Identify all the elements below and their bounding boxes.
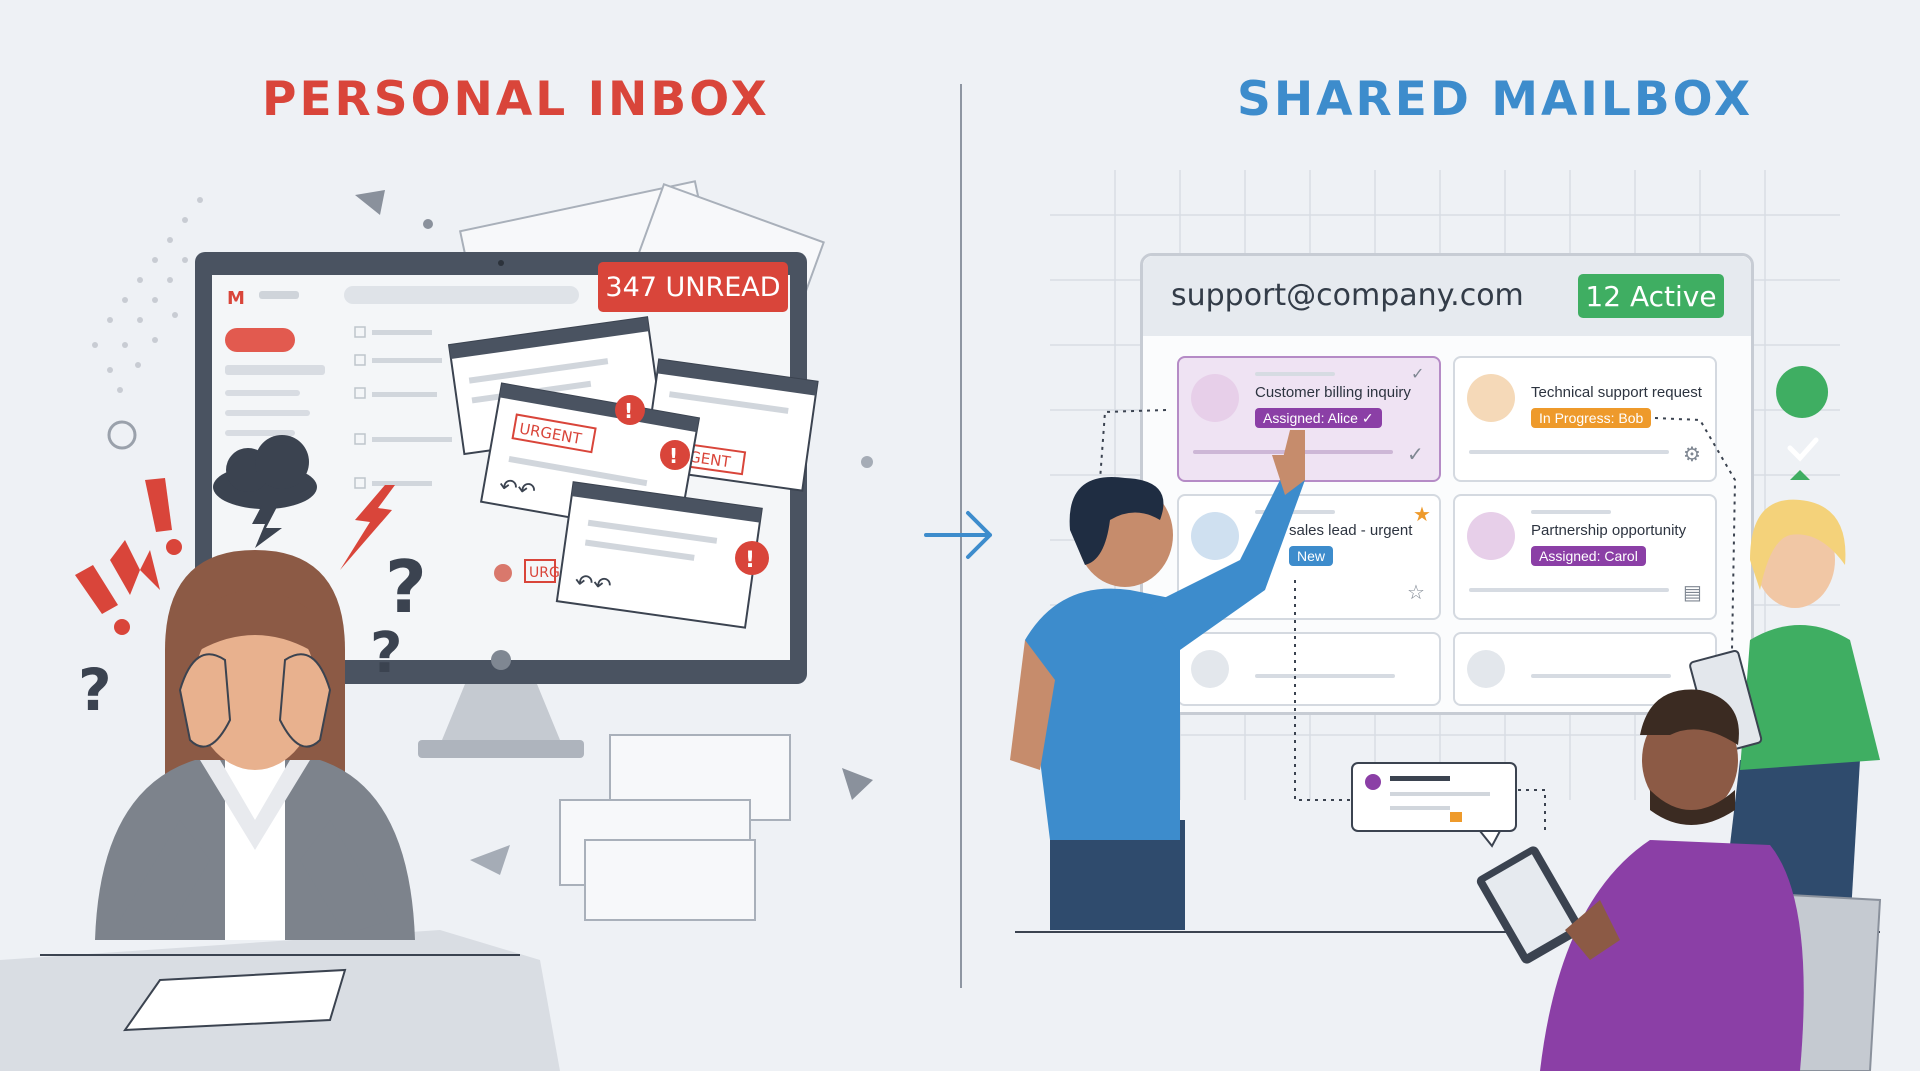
check-icon: ✓ [1407, 444, 1424, 466]
storm-cloud-icon [213, 435, 317, 548]
mailbox-address: support@company.com [1171, 278, 1524, 313]
question-mark-icon: ? ? ? [78, 545, 427, 724]
exclamation-icon [75, 478, 182, 635]
avatar [1191, 650, 1229, 688]
avatar [1467, 374, 1515, 422]
personal-inbox-title: PERSONAL INBOX [262, 72, 770, 127]
chat-bubble [1351, 762, 1517, 848]
document-icon: ▤ [1683, 582, 1702, 604]
status-badge: Assigned: Alice ✓ [1255, 408, 1382, 428]
ticket-card-partnership[interactable]: Partnership opportunity Assigned: Carol … [1453, 494, 1717, 620]
shared-mailbox-title: SHARED MAILBOX [1237, 72, 1754, 127]
status-badge: New [1289, 546, 1334, 566]
arrow-right-icon [924, 511, 992, 559]
ticket-card-billing[interactable]: Customer billing inquiry Assigned: Alice… [1177, 356, 1441, 482]
check-icon: ✓ [1411, 366, 1425, 383]
personal-inbox-scene: M URGENT URGENT ↶ [0, 180, 873, 1071]
check-icon [1776, 366, 1829, 480]
email-popups: URGENT URGENT ↶↶ ↶↶ URG [447, 316, 819, 629]
avatar [1191, 512, 1239, 560]
ticket-card-technical[interactable]: Technical support request In Progress: B… [1453, 356, 1717, 482]
urgent-stamp-truncated: URG [529, 565, 560, 581]
man-purple-shirt-figure [1476, 689, 1882, 1071]
star-icon: ★ [1413, 504, 1431, 526]
lightning-icon [110, 540, 160, 595]
avatar [1467, 512, 1515, 560]
svg-text:!: ! [669, 444, 678, 468]
unread-badge: 347 UNREAD [598, 262, 788, 312]
ticket-subject: Partnership opportunity [1531, 522, 1687, 539]
exclamation-icon: ! ! ! [615, 395, 769, 575]
ticket-card-sales[interactable]: sales lead - urgent New ★ ☆ [1177, 494, 1441, 620]
reply-icon: ↶↶ [573, 569, 613, 599]
ticket-subject: Customer billing inquiry [1255, 384, 1411, 401]
active-count-badge: 12 Active [1578, 274, 1724, 318]
star-icon: ☆ [1407, 582, 1425, 604]
svg-text:!: ! [624, 399, 633, 423]
status-badge: Assigned: Carol [1531, 546, 1646, 566]
avatar [1467, 650, 1505, 688]
dot-pattern [92, 197, 203, 393]
svg-text:?: ? [385, 545, 427, 629]
ticket-card-placeholder[interactable] [1453, 632, 1717, 706]
gear-icon: ⚙ [1683, 444, 1701, 466]
svg-text:?: ? [78, 656, 112, 724]
shared-mailbox-window: support@company.com 12 Active Customer b… [1140, 253, 1754, 715]
stressed-woman-figure [95, 550, 415, 940]
ticket-subject: Technical support request [1531, 384, 1702, 401]
lightning-icon [340, 485, 395, 570]
svg-text:!: ! [745, 548, 755, 573]
avatar [1191, 374, 1239, 422]
mailbox-header: support@company.com 12 Active [1143, 256, 1751, 336]
svg-text:?: ? [370, 621, 402, 686]
ticket-card-placeholder[interactable] [1177, 632, 1441, 706]
gmail-logo-icon: M [227, 288, 245, 309]
ticket-subject: sales lead - urgent [1289, 522, 1413, 539]
status-badge: In Progress: Bob [1531, 408, 1652, 428]
